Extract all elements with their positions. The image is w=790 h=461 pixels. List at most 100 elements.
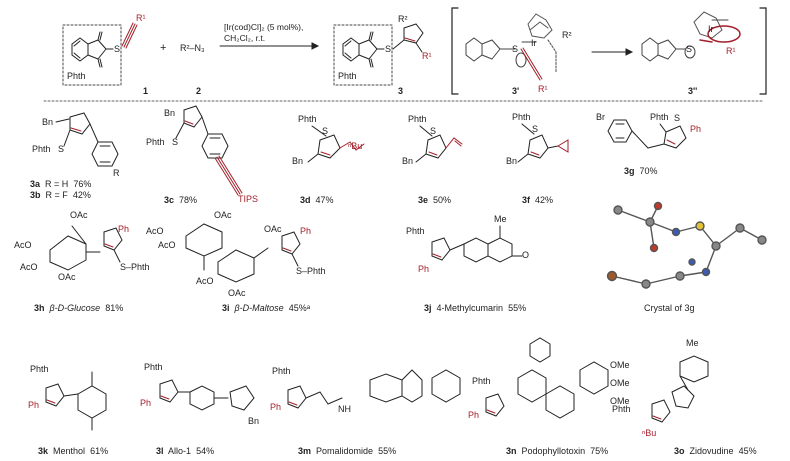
oac-label-3i-1: OAc — [214, 210, 232, 220]
caption-3d: 3d 47% — [300, 195, 334, 205]
compound-number-2: 2 — [196, 86, 202, 96]
phthalimide-ring-3 — [342, 31, 385, 68]
structure-3i — [185, 223, 301, 283]
alkyne-bond-1 — [121, 22, 138, 49]
compound-number-3dprime: 3'' — [688, 86, 698, 96]
structure-3k — [45, 371, 107, 431]
s-label-int2: S — [686, 44, 693, 54]
structure-3d — [307, 125, 365, 163]
structure-3j — [431, 225, 523, 263]
caption-3i: 3i β-D-Maltose 45%ᵃ — [222, 303, 311, 313]
ph-label-3n: Ph — [468, 410, 480, 420]
s-label-3c: S — [172, 137, 179, 147]
s-label-3: S — [385, 44, 392, 54]
ir-label-int2: Ir — [708, 24, 714, 34]
caption-3e: 3e 50% — [418, 195, 452, 205]
caption-3l: 3l Allo-1 54% — [156, 446, 215, 456]
intermediate-3dprime — [641, 11, 741, 62]
nh-label-3m: NH — [338, 404, 351, 414]
r1-label-1: R¹ — [136, 13, 146, 23]
me-label-3j: Me — [494, 214, 507, 224]
aco-label-3h-2: AcO — [20, 262, 38, 272]
phth-label-3d: Phth — [298, 114, 317, 124]
compound-number-3: 3 — [398, 86, 404, 96]
bracket-right — [759, 7, 767, 95]
phth-label-1: Phth — [67, 71, 86, 81]
crystal-caption: Crystal of 3g — [644, 303, 695, 313]
ph-label-3j: Ph — [418, 264, 430, 274]
phth-label-3k: Phth — [30, 364, 49, 374]
oac-label-3i-3: OAc — [228, 288, 246, 298]
nbu-label-3d: ⁿBu — [348, 141, 363, 151]
r1-label-int1: R¹ — [538, 84, 548, 94]
phth-label-3c: Phth — [146, 137, 165, 147]
azide-label: R²–N₃ — [180, 43, 205, 53]
ph-label-3i: Ph — [300, 226, 312, 236]
compound-number-3prime: 3' — [512, 86, 520, 96]
structure-3o — [651, 355, 709, 423]
bracket-left — [451, 7, 459, 95]
crystal-structure-3g — [606, 201, 767, 289]
conditions-line-1: [Ir(cod)Cl]₂ (5 mol%), — [224, 22, 304, 32]
ph-label-3l: Ph — [140, 398, 152, 408]
phth-s-label-3a: Phth — [32, 144, 51, 154]
structure-3l — [159, 379, 255, 411]
ome-label-3n-2: OMe — [610, 378, 630, 388]
caption-3a: 3a R = H 76% — [30, 179, 92, 189]
nbu-label-3o: ⁿBu — [642, 428, 657, 438]
oac-label-3h-1: OAc — [70, 210, 88, 220]
phthalimide-ring-1 — [71, 31, 114, 68]
plus-sign: + — [160, 42, 167, 54]
intermediate-3prime — [465, 13, 557, 81]
ome-label-3n-1: OMe — [610, 360, 630, 370]
caption-3k: 3k Menthol 61% — [38, 446, 109, 456]
structure-3f — [517, 123, 569, 163]
caption-3b: 3b R = F 42% — [30, 190, 91, 200]
oac-label-3h-2: OAc — [58, 272, 76, 282]
caption-3h: 3h β-D-Glucose 81% — [34, 303, 124, 313]
aco-label-3h-1: AcO — [14, 240, 32, 250]
r2-label-int1: R² — [562, 30, 572, 40]
s-label-3d: S — [322, 126, 329, 136]
s-label-int1: S — [512, 44, 519, 54]
bn-label-3a: Bn — [42, 117, 54, 127]
me-label-3o: Me — [686, 338, 699, 348]
s-label-1: S — [114, 44, 121, 54]
triazole-ring-3 — [392, 23, 424, 53]
conditions-line-2: CH₂Cl₂, r.t. — [224, 33, 266, 43]
ph-label-3g: Ph — [690, 124, 702, 134]
caption-3m: 3m Pomalidomide 55% — [298, 446, 397, 456]
phth-label-3: Phth — [338, 71, 357, 81]
oac-label-3i-2: OAc — [264, 224, 282, 234]
r1-label-3: R¹ — [422, 51, 432, 61]
caption-3c: 3c 78% — [164, 195, 198, 205]
ome-label-3n-3: OMe — [610, 396, 630, 406]
caption-3o: 3o Zidovudine 45% — [674, 446, 757, 456]
ir-label-int1: Ir — [531, 38, 537, 48]
s-label-3g: S — [674, 113, 681, 123]
o-label-3j: O — [522, 250, 530, 260]
structure-3c — [175, 105, 243, 196]
bn-label-3l: Bn — [248, 416, 260, 426]
phth-label-3e: Phth — [408, 114, 427, 124]
phth-label-3m: Phth — [272, 366, 291, 376]
phth-label-3g: Phth — [650, 112, 669, 122]
phth-label-3l: Phth — [144, 362, 163, 372]
s-label-3e: S — [430, 126, 437, 136]
sphth-label-3i: S–Phth — [296, 266, 326, 276]
aco-label-3i-1: AcO — [146, 226, 164, 236]
tips-label-3c: TIPS — [238, 194, 259, 204]
ph-label-3m: Ph — [270, 402, 282, 412]
aco-label-3i-2: AcO — [158, 240, 176, 250]
r-label-3a: R — [113, 168, 120, 178]
caption-3j: 3j 4-Methylcumarin 55% — [424, 303, 527, 313]
aco-label-3i-3: AcO — [196, 276, 214, 286]
bn-label-3f: Bn — [506, 156, 518, 166]
phth-label-3f: Phth — [512, 112, 531, 122]
caption-3f: 3f 42% — [522, 195, 554, 205]
phth-label-3j: Phth — [406, 226, 425, 236]
phth-dashed-box-3 — [333, 24, 393, 86]
r2-label-3: R² — [398, 14, 408, 24]
structure-3a-3b — [55, 112, 119, 167]
